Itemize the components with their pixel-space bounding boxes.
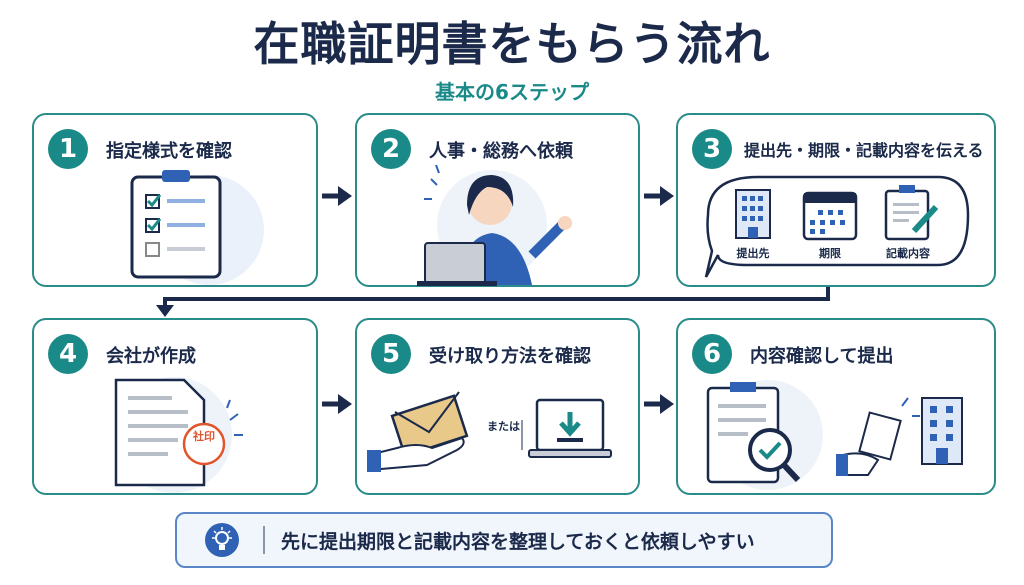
arrow-right-4-5: [322, 394, 352, 414]
step-label: 受け取り方法を確認: [429, 346, 591, 367]
arrow-right-1-2: [322, 186, 352, 206]
step-label: 会社が作成: [106, 346, 196, 367]
step-label: 指定様式を確認: [106, 141, 232, 162]
step-label: 提出先・期限・記載内容を伝える: [744, 141, 984, 160]
item-label: 記載内容: [886, 246, 930, 260]
tip-box: 先に提出期限と記載内容を整理しておくと依頼しやすい: [175, 512, 833, 568]
step-card-3: 3 提出先・期限・記載内容を伝える 提出先 期限 記載内容: [676, 113, 996, 287]
arrow-right-2-3: [644, 186, 674, 206]
step-card-1: 1 指定様式を確認: [32, 113, 318, 287]
clipboard-pencil-icon: [884, 185, 939, 241]
step-number: 3: [692, 129, 732, 169]
review-and-submit-icon: [706, 380, 963, 490]
step-number: 2: [371, 129, 411, 169]
divider: [263, 526, 265, 554]
step-label: 内容確認して提出: [750, 346, 894, 367]
page-subtitle: 基本の6ステップ: [435, 80, 589, 104]
item-label: 期限: [819, 246, 841, 260]
tip-text: 先に提出期限と記載内容を整理しておくと依頼しやすい: [281, 531, 755, 553]
calendar-icon: [802, 191, 858, 241]
arrow-row-connector: [156, 287, 830, 317]
item-label: 提出先: [737, 246, 770, 260]
step-card-2: 2 人事・総務へ依頼: [355, 113, 640, 287]
building-icon: [735, 189, 771, 239]
step-number: 6: [692, 334, 732, 374]
step-number: 4: [48, 334, 88, 374]
document-with-stamp-icon: [114, 377, 243, 493]
envelope-hand-icon: [367, 391, 612, 472]
company-seal-text: 社印: [193, 430, 215, 443]
step-number: 5: [371, 334, 411, 374]
staff-with-laptop-icon: [417, 164, 572, 286]
step-card-6: 6 内容確認して提出: [676, 318, 996, 495]
step-card-4: 4 会社が作成 社印: [32, 318, 318, 495]
step-card-5: 5 受け取り方法を確認 または: [355, 318, 640, 495]
step-number: 1: [48, 129, 88, 169]
lightbulb-icon: [205, 523, 239, 557]
or-text: または: [487, 420, 520, 433]
speech-bubble-items: 提出先 期限 記載内容: [704, 175, 970, 278]
page-title: 在職証明書をもらう流れ: [253, 17, 771, 71]
checklist-clipboard-icon: [130, 170, 264, 285]
arrow-right-5-6: [644, 394, 674, 414]
step-label: 人事・総務へ依頼: [429, 141, 573, 162]
